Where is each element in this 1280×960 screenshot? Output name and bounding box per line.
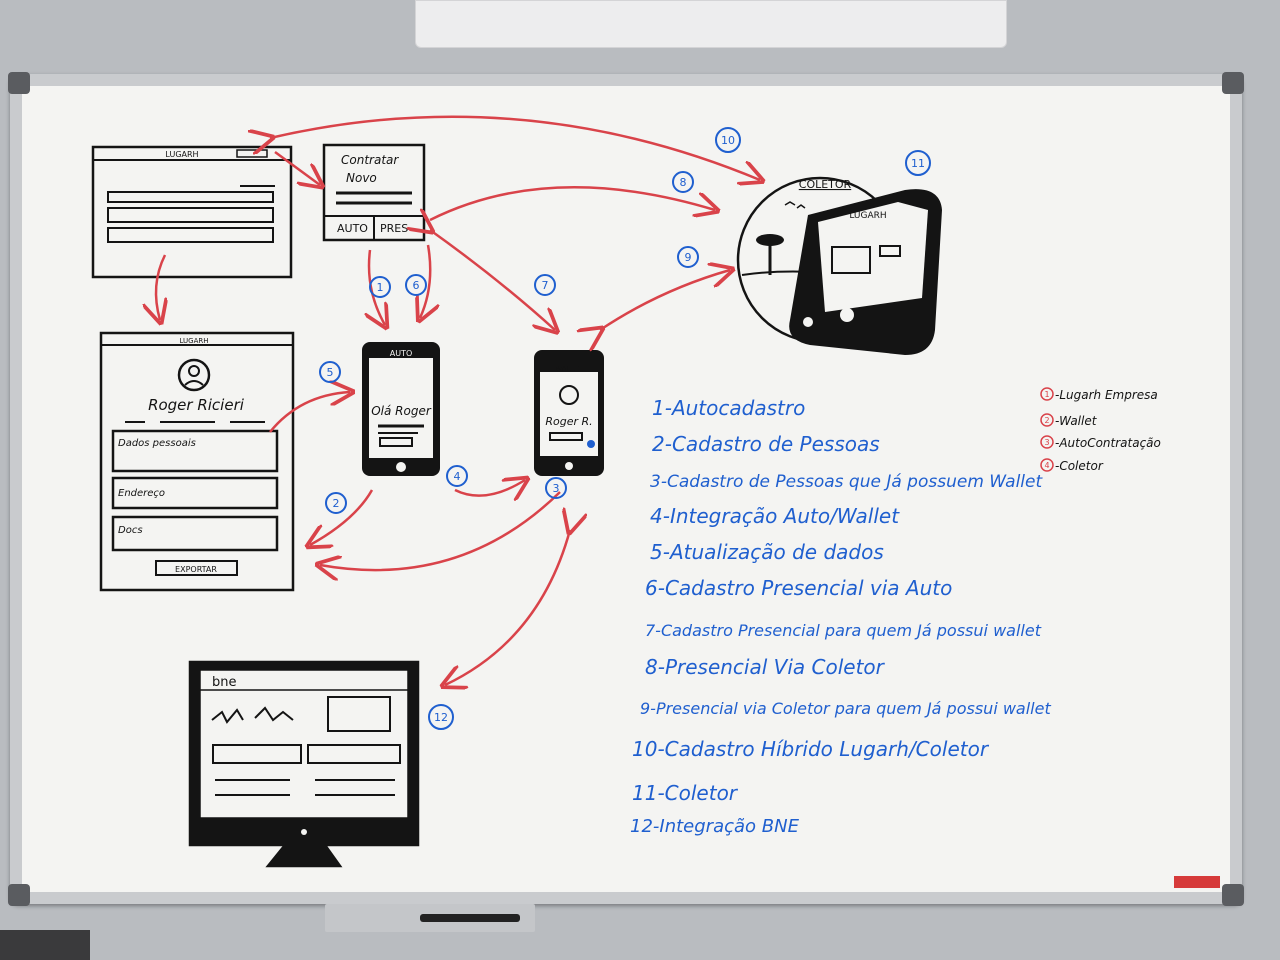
arrow-desktop-profile	[156, 254, 165, 320]
auto-phone-greeting: Olá Roger	[371, 404, 432, 418]
brand-sticker	[1174, 876, 1220, 888]
contratar-card-sketch	[322, 143, 426, 242]
key-num-1: 1	[1044, 390, 1049, 399]
auto-option: AUTO	[337, 222, 368, 235]
badge-12: 12	[434, 711, 448, 724]
legend-item-1: 1-Autocadastro	[652, 396, 805, 420]
key-num-3: 3	[1044, 438, 1049, 447]
badge-8: 8	[680, 176, 687, 189]
flow-number-labels: 1 2 3 4 5 6 7 8 9 10 11 12	[327, 134, 926, 724]
endereco-field-label: Endereço	[118, 488, 165, 499]
coletor-tablet-sketch	[736, 176, 942, 355]
legend-item-7: 7-Cadastro Presencial para quem Já possu…	[645, 621, 1042, 640]
badge-10: 10	[721, 134, 735, 147]
frame-corner	[8, 884, 30, 906]
arrow-flow-12	[445, 530, 570, 685]
docs-field-label: Docs	[118, 525, 143, 536]
coletor-title: COLETOR	[799, 178, 852, 191]
profile-page-header: LUGARH	[179, 337, 208, 345]
flow-arrows	[156, 115, 760, 685]
key-num-2: 2	[1044, 416, 1049, 425]
exportar-button-label: EXPORTAR	[175, 565, 217, 574]
legend-list: 1-Autocadastro 2-Cadastro de Pessoas 3-C…	[630, 396, 1051, 837]
legend-item-11: 11-Coletor	[632, 781, 739, 805]
badge-5: 5	[327, 366, 334, 379]
key-label-1: -Lugarh Empresa	[1055, 388, 1158, 402]
legend-item-9: 9-Presencial via Coletor para quem Já po…	[640, 699, 1051, 718]
arrow-flow-7	[430, 230, 555, 330]
arrow-flow-5	[269, 392, 350, 433]
arrow-flow-8	[429, 186, 715, 222]
flow-number-badges	[319, 127, 931, 730]
desk-edge	[0, 930, 90, 960]
legend-item-12: 12-Integração BNE	[630, 816, 800, 837]
bne-monitor-sketch	[188, 660, 420, 868]
arrow-flow-3	[320, 491, 561, 570]
arrow-flow-4	[454, 480, 525, 496]
contratar-label: Contratar	[341, 153, 399, 167]
badge-4: 4	[454, 470, 461, 483]
frame-corner	[8, 72, 30, 94]
auto-phone-sketch	[362, 342, 440, 476]
wallet-phone-sketch	[534, 350, 604, 476]
auto-phone-header: AUTO	[390, 349, 413, 358]
key-label-4: -Coletor	[1055, 459, 1104, 473]
legend-item-2: 2-Cadastro de Pessoas	[652, 432, 880, 456]
legend-item-5: 5-Atualização de dados	[650, 540, 884, 564]
badge-7: 7	[542, 279, 549, 292]
legend-item-3: 3-Cadastro de Pessoas que Já possuem Wal…	[650, 472, 1043, 492]
key-list: 1 2 3 4 -Lugarh Empresa -Wallet -AutoCon…	[1040, 387, 1161, 473]
badge-2: 2	[333, 497, 340, 510]
arrow-lugarh-coletor	[270, 115, 760, 180]
arrow-flow-1	[369, 249, 385, 325]
profile-name: Roger Ricieri	[148, 396, 245, 414]
air-conditioner	[415, 0, 1007, 48]
wallet-phone-name: Roger R.	[545, 415, 592, 428]
legend-item-8: 8-Presencial Via Coletor	[645, 655, 886, 679]
dados-field-label: Dados pessoais	[118, 438, 196, 449]
arrow-flow-9	[600, 270, 730, 330]
badge-3: 3	[553, 482, 560, 495]
legend-item-4: 4-Integração Auto/Wallet	[650, 504, 900, 528]
key-label-2: -Wallet	[1055, 414, 1098, 428]
badge-6: 6	[413, 279, 420, 292]
marker-pen	[420, 914, 520, 922]
frame-corner	[1222, 884, 1244, 906]
wallet-phone-header: WALLET	[555, 365, 584, 373]
badge-9: 9	[685, 251, 692, 264]
frame-corner	[1222, 72, 1244, 94]
coletor-screen-header: LUGARH	[849, 211, 886, 221]
key-num-4: 4	[1044, 461, 1049, 470]
arrow-flow-2	[310, 489, 374, 545]
bne-logo: bne	[212, 675, 237, 690]
novo-label: Novo	[346, 171, 377, 185]
pres-option: PRES	[380, 222, 408, 235]
profile-page-sketch	[99, 331, 295, 592]
lugarh-desktop-sketch	[91, 145, 293, 279]
badge-11: 11	[911, 157, 925, 170]
arrow-lugarh-contratar	[274, 150, 320, 185]
legend-item-6: 6-Cadastro Presencial via Auto	[645, 576, 952, 600]
lugarh-desktop-title: LUGARH	[165, 150, 198, 159]
legend-item-10: 10-Cadastro Híbrido Lugarh/Coletor	[632, 737, 990, 761]
badge-1: 1	[377, 281, 384, 294]
key-label-3: -AutoContratação	[1055, 436, 1161, 450]
